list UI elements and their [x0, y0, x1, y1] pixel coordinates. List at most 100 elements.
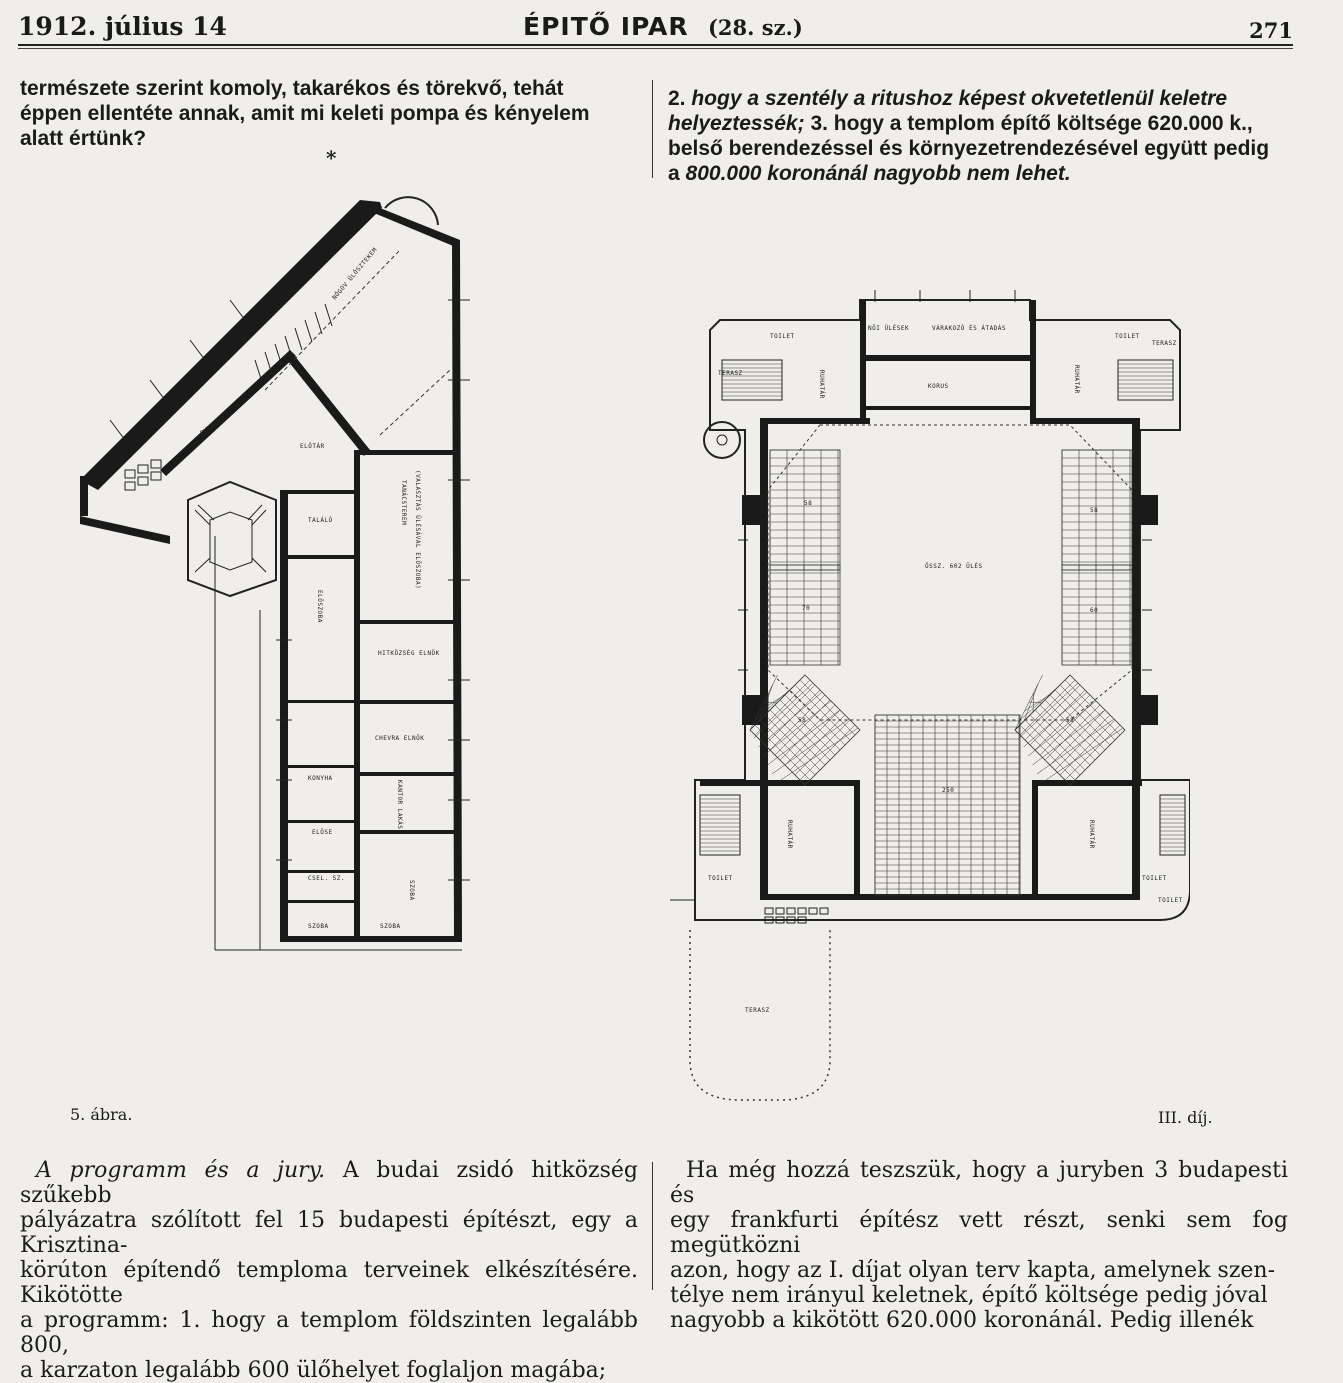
stair-hall — [187, 480, 277, 598]
piers — [742, 495, 1158, 725]
hatch-line — [1023, 683, 1039, 722]
plan-wall — [452, 240, 462, 940]
wc-fixtures — [124, 459, 162, 491]
plan-label: 58 — [1066, 717, 1074, 724]
hatch-line — [1044, 704, 1101, 761]
plan-label: 58 — [804, 500, 812, 507]
spiral-stair-core — [716, 434, 728, 446]
hatch-line — [1054, 689, 1111, 746]
text-line: egy frankfurti építész vett részt, senki… — [670, 1208, 1288, 1258]
text-line: alatt értünk? — [20, 127, 147, 150]
plan-label: TOILET — [1142, 875, 1167, 882]
hatch-line — [754, 679, 811, 736]
hatch-line — [789, 714, 846, 771]
plan-wall — [80, 200, 382, 490]
plan-dashed — [264, 249, 401, 391]
hatch-line — [1014, 674, 1071, 731]
hatch-line — [1039, 704, 1096, 761]
floor-plan-left: NŐGOV ÜLŐSZTEKEM RUHATÁR ELŐTÁR TALÁLÓ T… — [80, 196, 470, 951]
plan-label: RUHATÁR — [199, 414, 227, 436]
pew-grid-right-mid — [1061, 564, 1133, 666]
plan-wall — [280, 936, 462, 942]
pew-rows — [769, 449, 1132, 665]
hatch-line — [1018, 682, 1079, 739]
plan-label: SZOBA — [380, 923, 401, 930]
page-header: 1912. július 14 ÉPITŐ IPAR (28. sz.) 271 — [18, 6, 1293, 46]
hatch-line — [776, 727, 859, 784]
pew-grid-left-top — [769, 449, 841, 571]
hatch-line — [749, 674, 806, 731]
plan-wall — [280, 490, 288, 942]
plan-wall — [360, 200, 460, 248]
plan-wall — [354, 450, 360, 940]
hatch-line — [769, 709, 826, 766]
window-ticks — [738, 290, 1152, 671]
text-span: A budai zsidó hitközség szűkebb — [20, 1158, 638, 1208]
plan-label: VÁRAKOZÓ ÉS ÁTADÁS — [932, 324, 1006, 332]
plan-label: SZOBA — [408, 880, 415, 901]
hatch-line — [799, 724, 856, 781]
plan-label: RUHATÁR — [1073, 365, 1080, 394]
plan-wall — [1132, 418, 1140, 898]
plan-label: ÖSSZ. 602 ÜLÉS — [925, 562, 983, 570]
text-line: körúton építendő temploma terveinek elké… — [20, 1258, 638, 1308]
column-divider-bottom — [652, 1162, 653, 1290]
text-span: 2. — [668, 87, 686, 110]
journal-title: ÉPITŐ IPAR — [523, 12, 689, 41]
plan-label: 60 — [1090, 607, 1098, 614]
plan-label: CHEVRA ELNÖK — [375, 735, 424, 742]
text-bottom-left: A programm és a jury. A budai zsidó hitk… — [20, 1158, 638, 1383]
plan-label: HITKÖZSÉG ELNÖK — [378, 649, 440, 657]
hatch-line — [1044, 699, 1101, 756]
text-line: télye nem irányul keletnek, építő költsé… — [670, 1283, 1268, 1308]
text-line: a karzaton legalább 600 ülőhelyet foglal… — [20, 1358, 607, 1383]
plan-label: TALÁLÓ — [308, 517, 333, 524]
plan-label: ELŐTÁR — [300, 443, 325, 450]
text-line: Ha még hozzá teszszük, hogy a juryben 3 … — [670, 1158, 1288, 1208]
plan-wall — [760, 418, 768, 898]
plan-wall — [860, 355, 1036, 361]
plan-label: TOILET — [1115, 333, 1140, 340]
plan-wall — [1030, 418, 1140, 424]
hatch-line — [804, 674, 861, 731]
hatch-line — [1041, 727, 1124, 784]
hatch-line — [759, 684, 816, 741]
plan-label: SZOBA — [308, 923, 329, 930]
hatch-line — [1049, 694, 1106, 751]
text-line: A programm és a jury. A budai zsidó hitk… — [20, 1158, 638, 1208]
hatch-line — [774, 699, 831, 756]
plan-label: NŐI ÜLÉSEK — [868, 324, 909, 332]
hatch-line — [1034, 694, 1091, 751]
text-top-right: 2. hogy a szentély a ritushoz képest okv… — [668, 86, 1288, 186]
hatch-line — [1024, 684, 1081, 741]
hatch-line — [1032, 709, 1106, 766]
hatch-line — [799, 679, 856, 736]
plan-label: ELŐSE — [312, 829, 333, 836]
plan-label: TERASZ — [745, 1007, 770, 1014]
section-star: * — [326, 146, 337, 170]
terrace-outline — [689, 930, 831, 1101]
hatch-line — [759, 719, 816, 776]
text-emphasis: helyeztessék; — [668, 112, 805, 135]
window-ticks — [109, 299, 470, 881]
plan-label: TERASZ — [718, 370, 743, 377]
hatch-line — [1069, 674, 1126, 731]
hatch-line — [769, 694, 826, 751]
hatch-line — [1069, 729, 1126, 786]
hatch-line — [1029, 689, 1086, 746]
plan-wall — [80, 516, 170, 544]
plan-wall — [760, 894, 1140, 900]
hatch-line — [794, 719, 851, 776]
plan-label: TOILET — [770, 333, 795, 340]
plan-wall — [760, 418, 870, 424]
pew-grid-left-mid — [769, 564, 841, 666]
pew-diamond-right — [1014, 674, 1126, 786]
plan-wall — [284, 350, 370, 456]
text-line: pályázatra szólított fel 15 budapesti ép… — [20, 1208, 638, 1258]
plan-label: 250 — [942, 787, 954, 794]
plan-label: TERASZ — [1152, 340, 1177, 347]
plan-dashed — [379, 369, 451, 436]
plan-label: TANÁCSTEREM — [400, 480, 407, 525]
stair-treads — [194, 504, 267, 573]
spiral-stair — [703, 421, 741, 459]
